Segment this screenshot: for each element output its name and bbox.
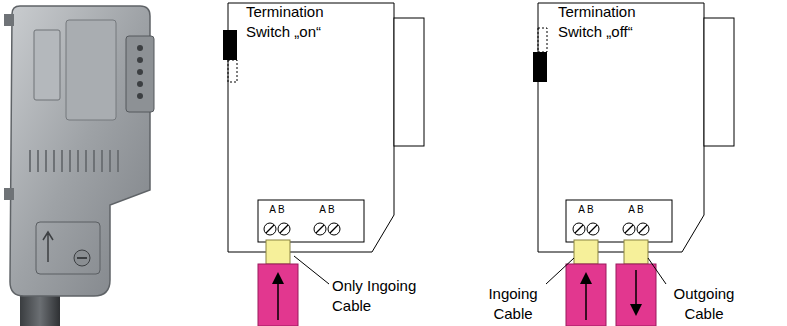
switch-label: Termination Switch „off“ [558, 2, 668, 42]
cable-label: Only Ingoing Cable [332, 276, 432, 316]
terminal-label: A B [620, 203, 652, 216]
terminal-label: A B [261, 203, 293, 216]
terminal-label: A B [570, 203, 602, 216]
switch-label: Termination Switch „on“ [246, 2, 350, 42]
connector-outline-off [533, 3, 734, 326]
terminal-label: A B [311, 203, 343, 216]
switch-on [223, 30, 237, 60]
cable-label: Ingoing Cable [478, 284, 548, 324]
switch-off [533, 52, 547, 82]
connector-photo [4, 6, 154, 326]
cable-label: Outgoing Cable [664, 284, 744, 324]
